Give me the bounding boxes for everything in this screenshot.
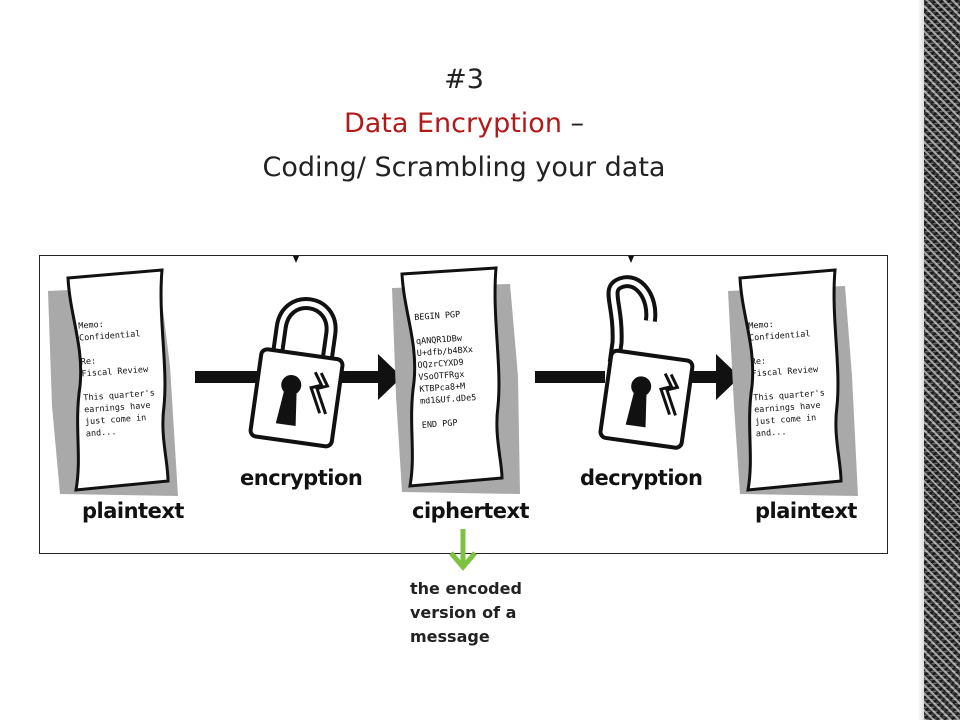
lock-open-icon xyxy=(598,275,695,450)
label-encryption: encryption xyxy=(240,466,363,490)
arrow-head-2 xyxy=(716,354,740,400)
title-subtitle: Coding/ Scrambling your data xyxy=(262,152,666,183)
title-dash: – xyxy=(561,108,585,139)
encryption-diagram: Memo:Confidential Re:Fiscal Review This … xyxy=(39,255,888,554)
lock-closed-icon xyxy=(248,297,345,449)
diagram-drawing xyxy=(48,256,858,496)
doc-ciphertext xyxy=(400,266,504,488)
decorative-edge xyxy=(918,0,924,720)
label-decryption: decryption xyxy=(580,466,703,490)
doc-plaintext-left-text: Memo:Confidential Re:Fiscal Review This … xyxy=(77,319,156,440)
ciphertext-note: the encoded version of a message xyxy=(410,579,522,646)
doc-plaintext-right xyxy=(738,268,843,492)
title-emphasis: Data Encryption xyxy=(343,108,562,139)
doc-plaintext-left xyxy=(66,268,170,492)
doc-plaintext-right-text: Memo:Confidential Re:Fiscal Review This … xyxy=(747,319,826,440)
top-tick-1 xyxy=(293,256,299,263)
down-arrow-icon xyxy=(449,529,477,571)
title-number: #3 xyxy=(444,64,484,95)
arrow-shaft-2 xyxy=(340,371,380,383)
decorative-border-strip xyxy=(924,0,960,720)
label-plaintext-right: plaintext xyxy=(755,499,857,523)
title-line-2: Data Encryption – xyxy=(0,102,928,146)
arrow-head-1 xyxy=(378,354,402,400)
arrow-shaft-1 xyxy=(195,371,265,383)
label-plaintext-left: plaintext xyxy=(82,499,184,523)
top-tick-2 xyxy=(628,256,634,263)
label-ciphertext: ciphertext xyxy=(412,499,530,523)
arrow-shaft-3 xyxy=(535,371,605,383)
page-title: #3 Data Encryption – Coding/ Scrambling … xyxy=(0,58,928,190)
